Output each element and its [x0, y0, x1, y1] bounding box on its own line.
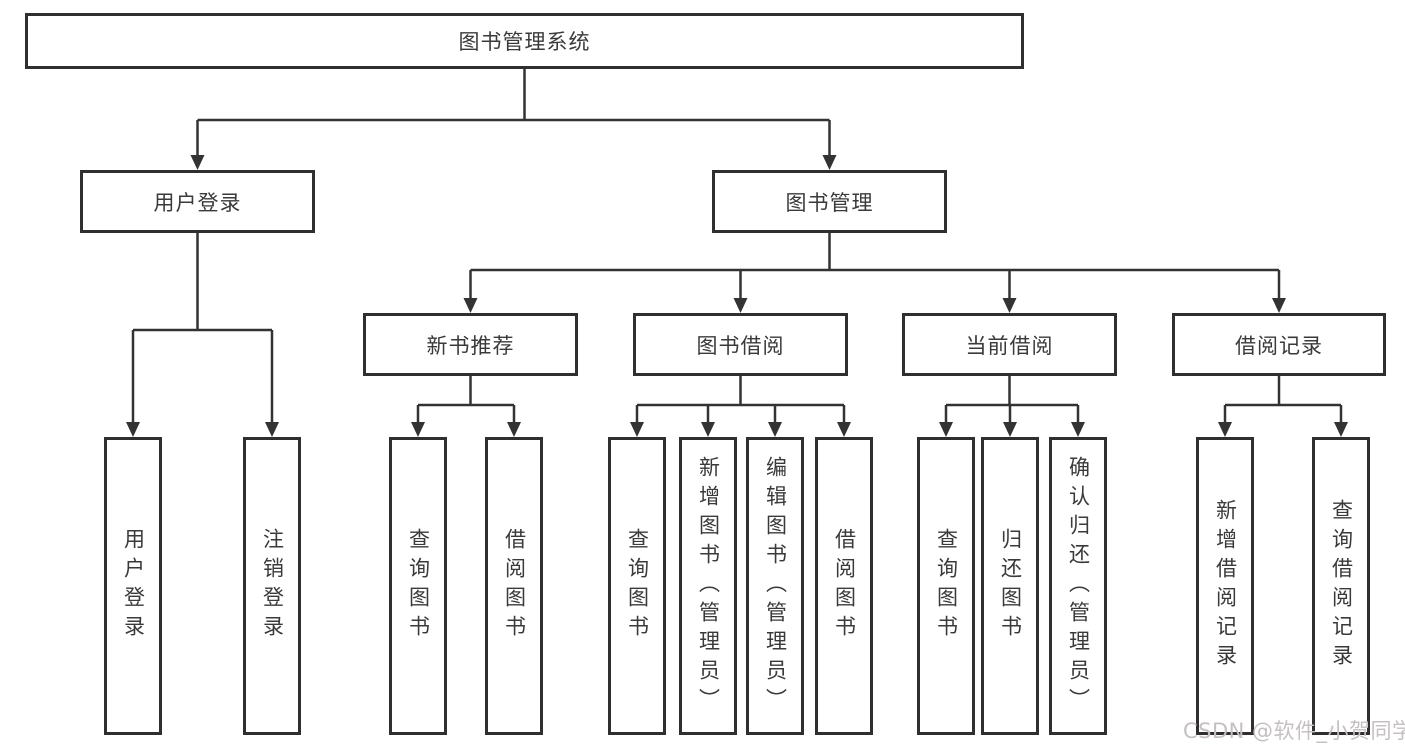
- arrowhead-icon: [822, 155, 837, 170]
- node-label: 图书管理系统: [458, 30, 591, 54]
- node-label: 图书借阅: [696, 333, 785, 358]
- leaf-query-books-1: 查询图书: [389, 437, 447, 735]
- arrowhead-icon: [701, 422, 715, 437]
- arrowhead-icon: [190, 155, 205, 170]
- node-label: 归还图书: [998, 528, 1023, 644]
- arrowhead-icon: [265, 422, 279, 437]
- arrowhead-icon: [939, 422, 953, 437]
- node-label: 借阅图书: [832, 528, 857, 644]
- arrowhead-icon: [768, 422, 782, 437]
- node-label: 查询图书: [625, 528, 650, 644]
- leaf-query-borrow-record: 查询借阅记录: [1312, 437, 1370, 735]
- node-book-management: 图书管理: [712, 170, 947, 233]
- node-current-borrow: 当前借阅: [902, 313, 1117, 376]
- node-root-system: 图书管理系统: [25, 13, 1024, 69]
- node-label: 新增借阅记录: [1213, 499, 1238, 673]
- leaf-confirm-return-admin: 确认归还（管理员）: [1049, 437, 1107, 735]
- edge-root-to-level2: [190, 69, 837, 170]
- node-label: 借阅记录: [1235, 333, 1323, 358]
- arrowhead-icon: [1003, 422, 1017, 437]
- edge-borrow-records-children: [1218, 376, 1348, 437]
- arrowhead-icon: [463, 298, 478, 313]
- arrowhead-icon: [1218, 422, 1232, 437]
- edge-user-login-children: [126, 233, 279, 437]
- leaf-borrow-books-1: 借阅图书: [485, 437, 543, 735]
- node-label: 借阅图书: [502, 528, 527, 644]
- csdn-watermark: CSDN @软件_小贺同学: [1183, 719, 1405, 743]
- node-label: 查询借阅记录: [1329, 499, 1354, 673]
- node-label: 查询图书: [406, 528, 431, 644]
- arrowhead-icon: [1002, 298, 1017, 313]
- arrowhead-icon: [507, 422, 521, 437]
- leaf-logout: 注销登录: [243, 437, 301, 735]
- arrowhead-icon: [733, 298, 748, 313]
- leaf-borrow-books-2: 借阅图书: [815, 437, 873, 735]
- arrowhead-icon: [411, 422, 425, 437]
- arrowhead-icon: [1071, 422, 1085, 437]
- leaf-query-books-2: 查询图书: [608, 437, 666, 735]
- node-label: 用户登录: [153, 190, 242, 215]
- node-label: 编辑图书（管理员）: [763, 455, 788, 717]
- arrowhead-icon: [1334, 422, 1348, 437]
- arrowhead-icon: [126, 422, 140, 437]
- edge-book-borrow-children: [630, 376, 851, 437]
- arrowhead-icon: [1272, 298, 1286, 313]
- node-label: 图书管理: [785, 190, 874, 215]
- edge-current-borrow-children: [939, 376, 1085, 437]
- node-label: 确认归还（管理员）: [1066, 455, 1091, 717]
- node-label: 新书推荐: [426, 333, 515, 358]
- arrowhead-icon: [837, 422, 851, 437]
- arrowhead-icon: [630, 422, 644, 437]
- leaf-add-borrow-record: 新增借阅记录: [1196, 437, 1254, 735]
- leaf-add-books-admin: 新增图书（管理员）: [679, 437, 737, 735]
- leaf-user-login: 用户登录: [104, 437, 162, 735]
- node-user-login: 用户登录: [80, 170, 315, 233]
- leaf-query-books-3: 查询图书: [917, 437, 975, 735]
- node-label: 新增图书（管理员）: [696, 455, 721, 717]
- leaf-edit-books-admin: 编辑图书（管理员）: [746, 437, 804, 735]
- node-label: 用户登录: [121, 528, 146, 644]
- node-borrow-records: 借阅记录: [1172, 313, 1386, 376]
- node-label: 当前借阅: [965, 333, 1054, 358]
- edge-book-mgmt-children: [463, 233, 1286, 313]
- node-new-book-recommend: 新书推荐: [363, 313, 578, 376]
- node-label: 查询图书: [934, 528, 959, 644]
- node-label: 注销登录: [260, 528, 285, 644]
- node-book-borrow: 图书借阅: [633, 313, 848, 376]
- leaf-return-books: 归还图书: [981, 437, 1039, 735]
- edge-new-books-children: [411, 376, 521, 437]
